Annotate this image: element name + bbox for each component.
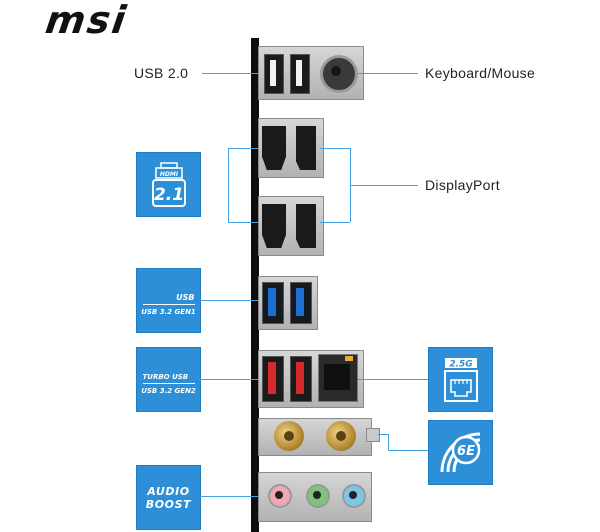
connector-line-usb20 [202,73,260,74]
ethernet-icon: 2.5G [443,357,478,402]
lan-port-opening [324,364,350,390]
wifi-antenna-connector-1-center [284,431,294,441]
connector-line-lan [358,379,428,380]
hdmi-badge-version: 2.1 [153,185,183,205]
connector-line-dp [350,185,418,186]
lan-led [345,356,353,361]
msi-logo: msi [42,0,131,42]
audio-jack-blue-hole [349,491,357,499]
usb20-port-1-tongue [270,60,276,86]
wifi-button [366,428,380,442]
usb20-port-2-tongue [296,60,302,86]
lan-badge-speed: 2.5G [449,359,472,369]
displayport-1 [296,126,316,170]
hdmi-bracket-top [228,148,260,149]
connector-line-audio [199,496,260,497]
usb-gen2-badge: TURBO USB USB 3.2 GEN2 [136,347,201,412]
label-usb20: USB 2.0 [134,65,189,81]
hdmi-bracket-vertical [228,148,229,222]
lan-badge: 2.5G [428,347,493,412]
connector-line-usb-gen1 [199,300,260,301]
connector-line-wifi-b [388,434,389,450]
connector-line-wifi-c [388,450,428,451]
connector-line-usb-gen2 [199,379,260,380]
dp-bracket-top [320,148,350,149]
connector-line-wifi-a [378,434,388,435]
usb-gen1-badge-bottom: USB 3.2 GEN1 [141,307,196,316]
ps2-port-center [331,66,341,76]
usb-gen2-badge-top: TURBO USB [142,372,189,381]
displayport-2 [296,204,316,248]
hdmi-badge: HDMI 2.1 [136,152,201,217]
wifi-antenna-connector-2-center [336,431,346,441]
connector-line-ps2 [358,73,418,74]
usb-gen1-badge-top: USB [176,292,195,302]
audio-badge-line2: BOOST [145,497,192,511]
label-keyboard-mouse: Keyboard/Mouse [425,65,536,81]
io-panel-edge [251,38,259,532]
wifi-badge-version: 6E [457,444,475,459]
usb-gen1-port-1-tongue [268,288,276,316]
usb-gen2-port-2-tongue [296,362,304,394]
label-displayport: DisplayPort [425,177,500,193]
usb-gen1-badge: USB USB 3.2 GEN1 [136,268,201,333]
audio-jack-green-hole [313,491,321,499]
hdmi-badge-text: HDMI [159,171,178,178]
wifi-icon: 6E [440,432,480,472]
hdmi-bracket-bottom [228,222,260,223]
usb-gen2-port-1-tongue [268,362,276,394]
hdmi-port-2 [262,204,286,248]
audio-boost-badge: AUDIO BOOST [136,465,201,530]
usb-gen2-badge-bottom: USB 3.2 GEN2 [141,386,196,395]
audio-badge-line1: AUDIO [147,484,190,498]
dp-bracket-bottom [320,222,350,223]
usb-gen1-port-2-tongue [296,288,304,316]
hdmi-port-1 [262,126,286,170]
wifi-badge: 6E [428,420,493,485]
audio-jack-pink-hole [275,491,283,499]
hdmi-icon: HDMI 2.1 [151,161,186,207]
